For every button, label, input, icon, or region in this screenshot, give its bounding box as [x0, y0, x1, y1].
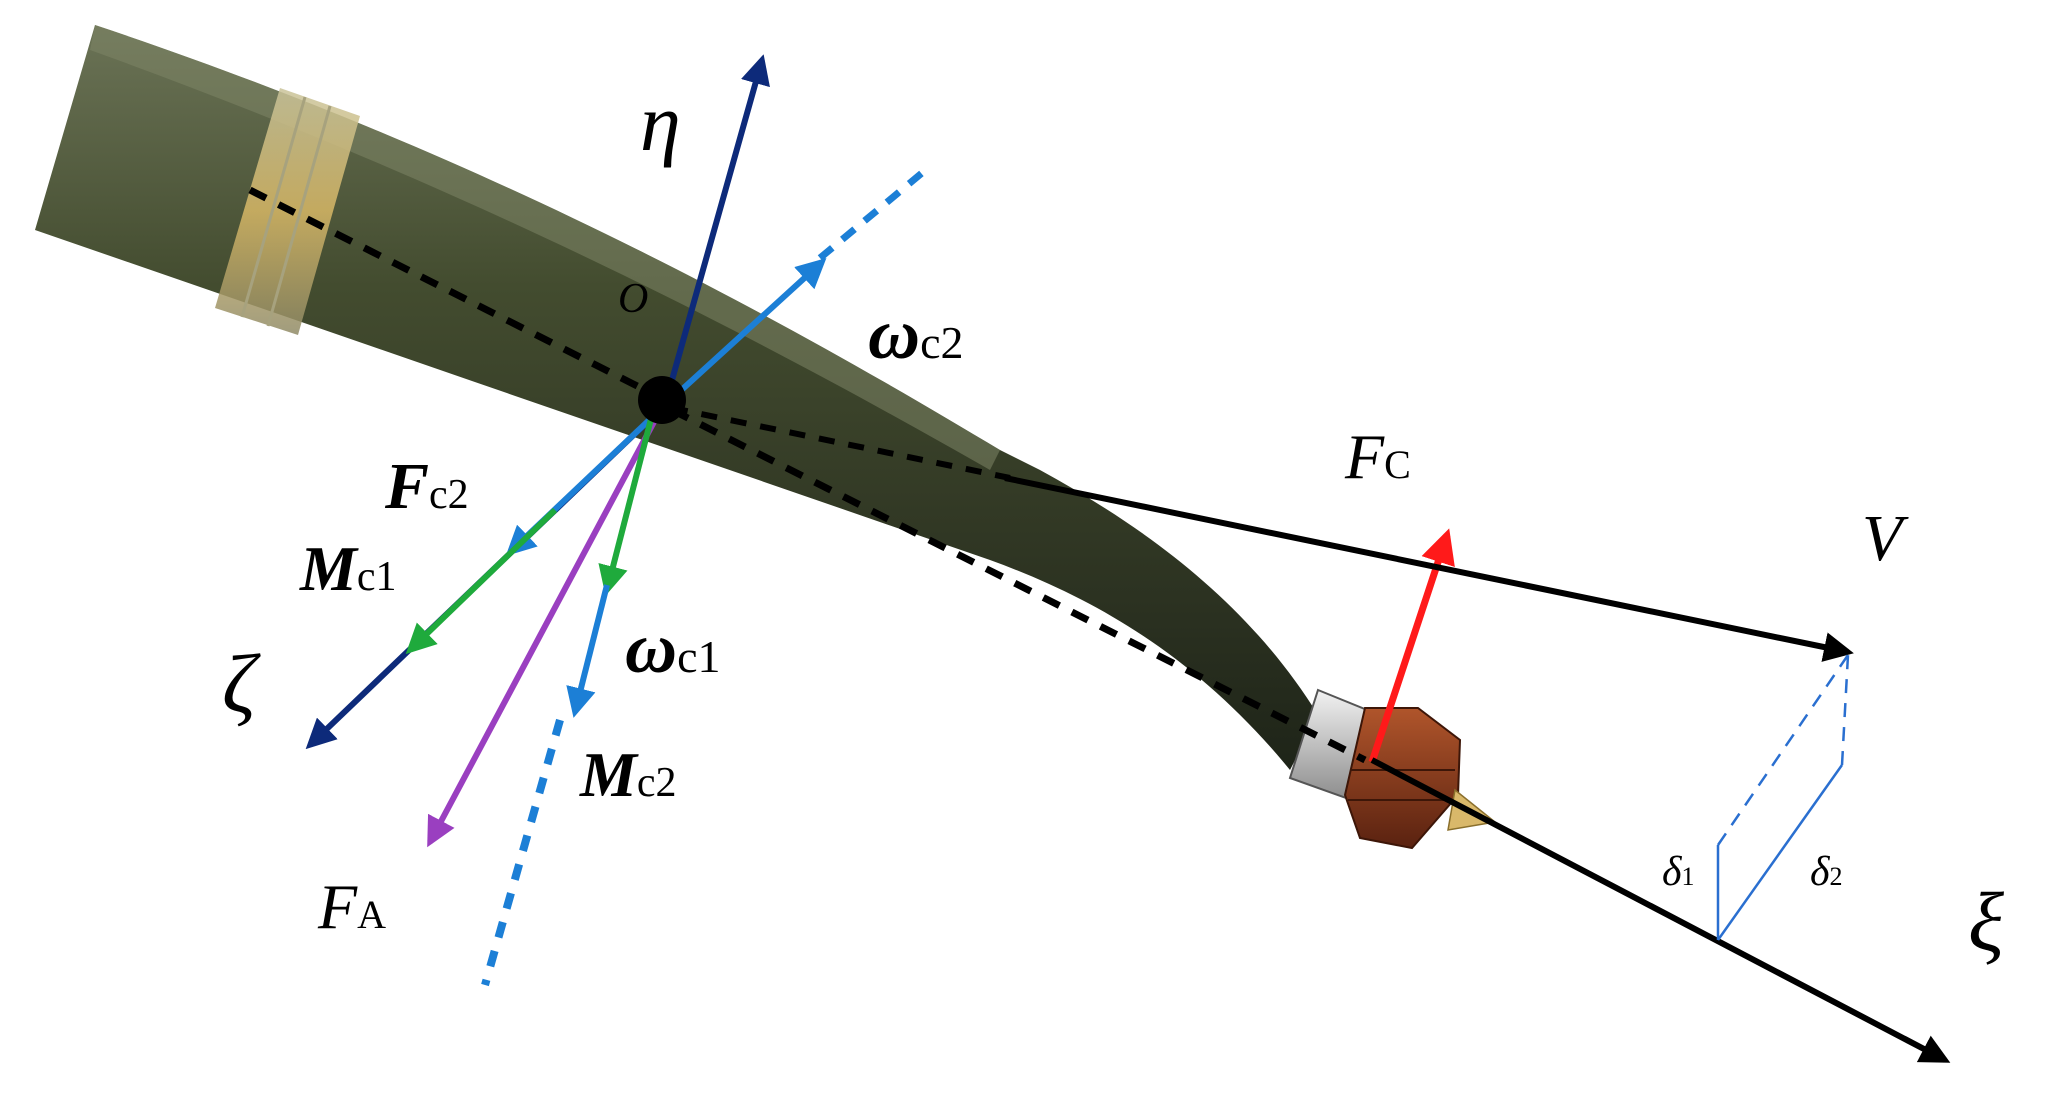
v-label: V — [1862, 502, 1909, 575]
body-axis-dashed — [248, 186, 657, 399]
delta2-dashed-line — [1840, 654, 1850, 766]
omega-c2-arrow — [662, 257, 827, 408]
v-arrow — [1004, 475, 1854, 662]
f-a-arrow — [427, 418, 658, 848]
f-a-label: FA — [317, 871, 386, 942]
dashed-lines — [248, 165, 1367, 987]
origin-point — [638, 376, 686, 424]
rotating-band-groove — [266, 105, 332, 327]
labels: η O ωc2 Fc2 Mc1 ζ ωc1 Mc2 FA FC V δ1 — [222, 77, 2004, 969]
vectors — [305, 54, 1951, 1063]
m-c2-label: Mc2 — [579, 739, 677, 810]
blue-dashed-lower — [481, 718, 564, 987]
m-c1-arrow — [405, 507, 558, 655]
green-down-arrow — [598, 414, 655, 596]
f-c-arrow — [1368, 528, 1455, 764]
angle-construction — [1716, 654, 1850, 941]
rotating-band-groove — [240, 96, 307, 318]
eta-label: η — [640, 77, 681, 168]
f-c2-label: Fc2 — [384, 450, 469, 523]
f-c-label: FC — [1344, 421, 1411, 492]
delta-1-label: δ1 — [1662, 849, 1695, 895]
blue-dashed-upper — [817, 165, 931, 261]
zeta-label: ζ — [222, 638, 261, 731]
origin-label: O — [618, 276, 648, 322]
omega-c2-label: ωc2 — [868, 294, 964, 374]
xi-axis-arrow — [1370, 757, 1951, 1063]
body-axis-dashed — [670, 406, 1367, 764]
delta-base-line — [1716, 764, 1844, 941]
delta-dashed-line — [1716, 654, 1850, 846]
eta-axis-arrow — [662, 54, 770, 406]
delta-2-label: δ2 — [1810, 849, 1843, 895]
omega-c1-label: ωc1 — [625, 608, 721, 688]
xi-label: ξ — [1968, 876, 2004, 969]
omega-c1-arrow — [566, 584, 610, 718]
m-c1-label: Mc1 — [299, 533, 397, 604]
